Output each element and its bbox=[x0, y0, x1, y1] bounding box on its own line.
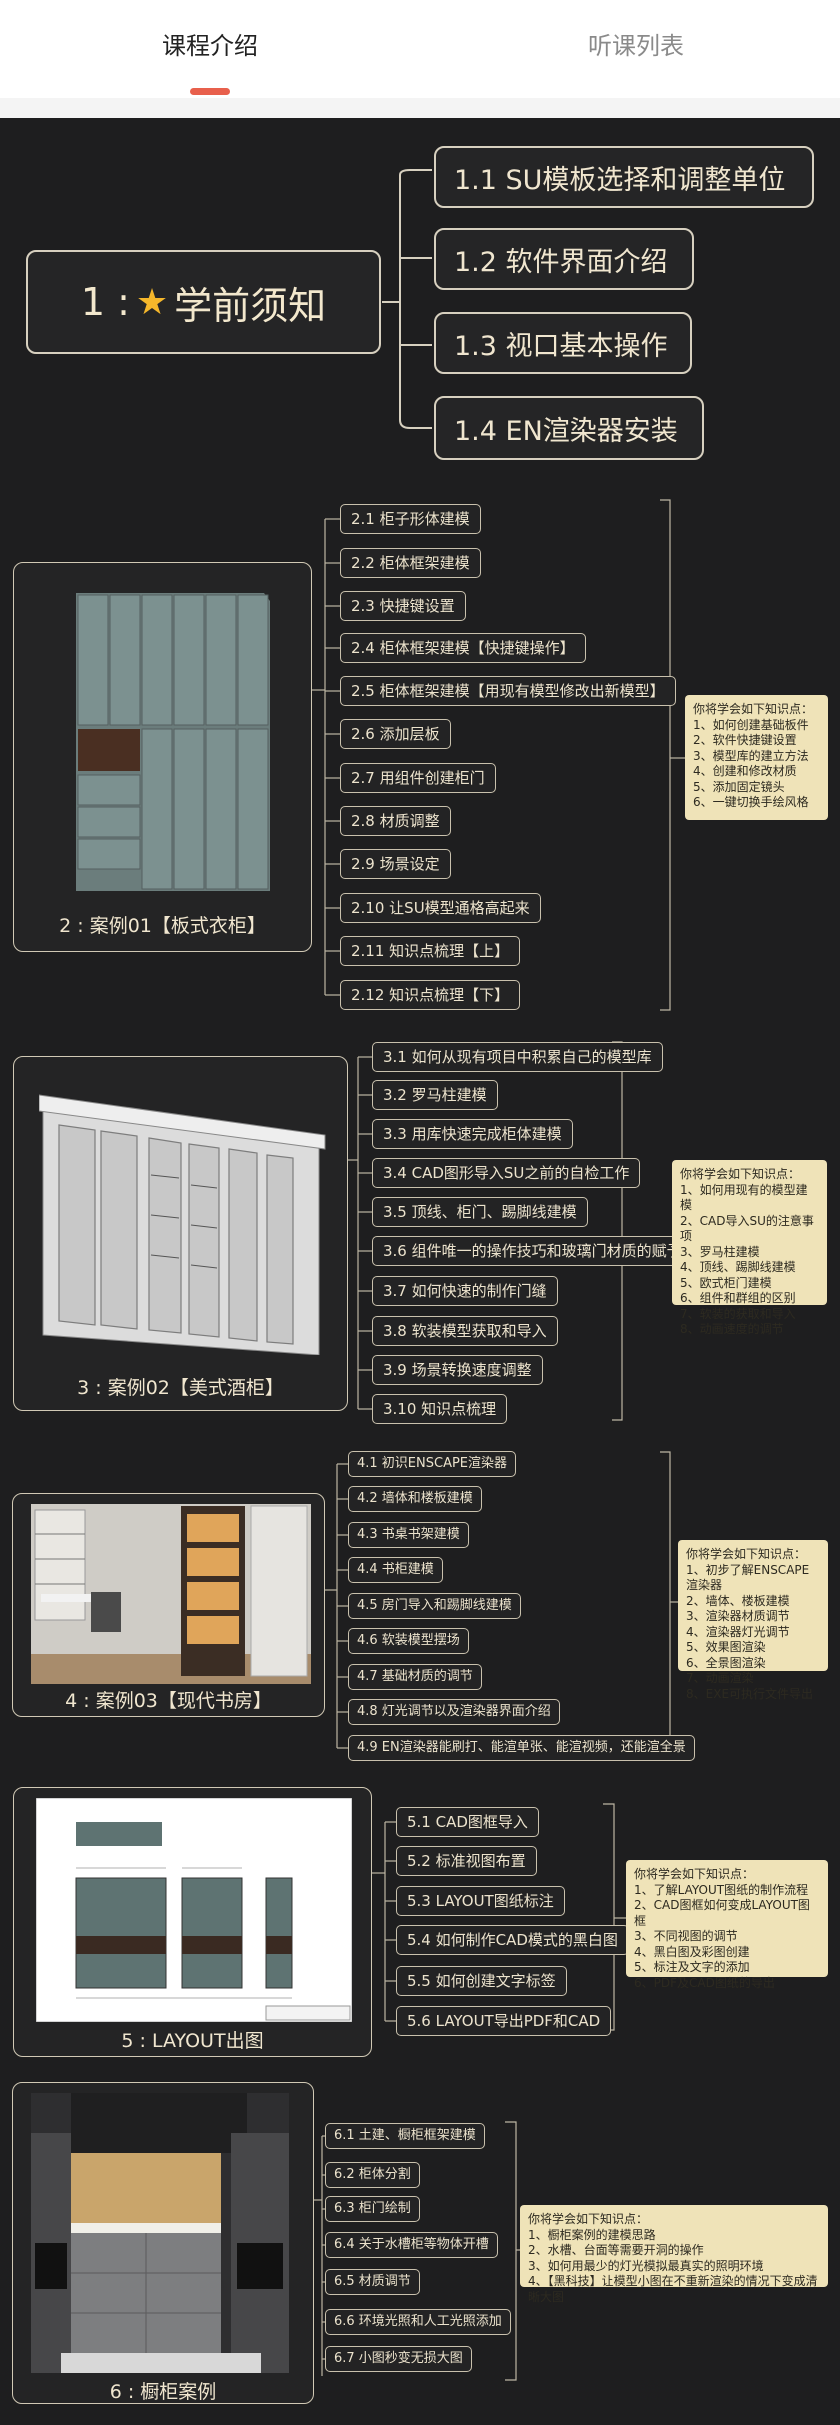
lesson-1-3[interactable]: 1.3 视口基本操作 bbox=[434, 312, 692, 374]
tab-lecture-list[interactable]: 听课列表 bbox=[588, 32, 684, 60]
lesson-2-12[interactable]: 2.12 知识点梳理【下】 bbox=[340, 980, 521, 1010]
section-4-card[interactable]: 4 : 案例03【现代书房】 bbox=[12, 1493, 325, 1717]
section-3-knowledge-note: 你将学会如下知识点： 1、如何用现有的模型建模 2、CAD导入SU的注意事项 3… bbox=[672, 1160, 827, 1336]
lesson-3-4[interactable]: 3.4 CAD图形导入SU之前的自检工作 bbox=[372, 1158, 641, 1188]
star-icon: ★ bbox=[135, 281, 169, 323]
wine-cabinet-image bbox=[39, 1085, 329, 1355]
tab-bar: 课程介绍 听课列表 bbox=[0, 0, 840, 98]
section-4-knowledge-note: 你将学会如下知识点： 1、初步了解ENSCAPE渲染器 2、墙体、楼板建模 3、… bbox=[678, 1540, 828, 1701]
lesson-4-3[interactable]: 4.3 书桌书架建模 bbox=[348, 1522, 469, 1548]
lesson-2-5[interactable]: 2.5 柜体框架建模【用现有模型修改出新模型】 bbox=[340, 676, 676, 706]
lesson-3-7[interactable]: 3.7 如何快速的制作门缝 bbox=[372, 1276, 558, 1306]
lesson-5-6[interactable]: 5.6 LAYOUT导出PDF和CAD bbox=[396, 2006, 612, 2036]
section-5-card[interactable]: 5 : LAYOUT出图 bbox=[13, 1787, 372, 2057]
section-3-card[interactable]: 3 : 案例02【美式酒柜】 bbox=[13, 1056, 348, 1411]
lesson-4-1[interactable]: 4.1 初识ENSCAPE渲染器 bbox=[348, 1451, 517, 1477]
lesson-5-2[interactable]: 5.2 标准视图布置 bbox=[396, 1846, 537, 1876]
lesson-2-1[interactable]: 2.1 柜子形体建模 bbox=[340, 504, 481, 534]
section-2-knowledge-note: 你将学会如下知识点： 1、如何创建基础板件 2、软件快捷键设置 3、模型库的建立… bbox=[685, 695, 828, 820]
lesson-5-3[interactable]: 5.3 LAYOUT图纸标注 bbox=[396, 1886, 565, 1916]
lesson-2-11[interactable]: 2.11 知识点梳理【上】 bbox=[340, 936, 521, 966]
lesson-4-5[interactable]: 4.5 房门导入和踢脚线建模 bbox=[348, 1593, 521, 1619]
lesson-6-3[interactable]: 6.3 柜门绘制 bbox=[325, 2196, 420, 2222]
lesson-4-8[interactable]: 4.8 灯光调节以及渲染器界面介绍 bbox=[348, 1699, 560, 1725]
lesson-2-2[interactable]: 2.2 柜体框架建模 bbox=[340, 548, 481, 578]
section-1-title[interactable]: 1 : ★ 学前须知 bbox=[26, 250, 381, 354]
lesson-4-4[interactable]: 4.4 书柜建模 bbox=[348, 1557, 443, 1583]
lesson-3-6[interactable]: 3.6 组件唯一的操作技巧和玻璃门材质的赋予 bbox=[372, 1236, 693, 1266]
lesson-5-5[interactable]: 5.5 如何创建文字标签 bbox=[396, 1966, 567, 1996]
tab-course-intro[interactable]: 课程介绍 bbox=[162, 32, 258, 60]
lesson-1-1[interactable]: 1.1 SU模板选择和调整单位 bbox=[434, 146, 814, 208]
lesson-5-4[interactable]: 5.4 如何制作CAD模式的黑白图 bbox=[396, 1925, 629, 1955]
lesson-3-9[interactable]: 3.9 场景转换速度调整 bbox=[372, 1355, 543, 1385]
section-6-caption: 6 : 橱柜案例 bbox=[109, 2381, 217, 2403]
section-6-knowledge-note: 你将学会如下知识点： 1、橱柜案例的建模思路 2、水槽、台面等需要开洞的操作 3… bbox=[520, 2205, 828, 2304]
lesson-4-6[interactable]: 4.6 软装模型摆场 bbox=[348, 1628, 469, 1654]
lesson-6-6[interactable]: 6.6 环境光照和人工光照添加 bbox=[325, 2309, 511, 2335]
lesson-3-2[interactable]: 3.2 罗马柱建模 bbox=[372, 1080, 498, 1110]
lesson-2-9[interactable]: 2.9 场景设定 bbox=[340, 849, 451, 879]
lesson-4-2[interactable]: 4.2 墙体和楼板建模 bbox=[348, 1486, 482, 1512]
lesson-6-7[interactable]: 6.7 小图秒变无损大图 bbox=[325, 2346, 472, 2372]
wardrobe-image bbox=[64, 591, 274, 891]
section-5-knowledge-note: 你将学会如下知识点： 1、了解LAYOUT图纸的制作流程 2、CAD图框如何变成… bbox=[626, 1860, 828, 1990]
lesson-1-2[interactable]: 1.2 软件界面介绍 bbox=[434, 228, 694, 290]
lesson-6-5[interactable]: 6.5 材质调节 bbox=[325, 2269, 420, 2295]
lesson-3-8[interactable]: 3.8 软装模型获取和导入 bbox=[372, 1316, 558, 1346]
lesson-2-4[interactable]: 2.4 柜体框架建模【快捷键操作】 bbox=[340, 633, 586, 663]
section-3-caption: 3 : 案例02【美式酒柜】 bbox=[77, 1377, 284, 1399]
lesson-6-1[interactable]: 6.1 土建、橱柜框架建模 bbox=[325, 2123, 485, 2149]
lesson-5-1[interactable]: 5.1 CAD图框导入 bbox=[396, 1807, 539, 1837]
section-1-number: 1 : bbox=[80, 280, 130, 324]
section-2-caption: 2 : 案例01【板式衣柜】 bbox=[59, 915, 266, 937]
lesson-2-10[interactable]: 2.10 让SU模型通格高起来 bbox=[340, 893, 541, 923]
lesson-4-9[interactable]: 4.9 EN渲染器能刷打、能渲单张、能渲视频，还能渲全景 bbox=[348, 1735, 695, 1761]
lesson-2-8[interactable]: 2.8 材质调整 bbox=[340, 806, 451, 836]
kitchen-image bbox=[31, 2093, 289, 2373]
lesson-3-3[interactable]: 3.3 用库快速完成柜体建模 bbox=[372, 1119, 573, 1149]
lesson-2-7[interactable]: 2.7 用组件创建柜门 bbox=[340, 763, 496, 793]
study-room-image bbox=[31, 1504, 311, 1684]
section-5-caption: 5 : LAYOUT出图 bbox=[121, 2030, 264, 2052]
lesson-6-4[interactable]: 6.4 关于水槽柜等物体开槽 bbox=[325, 2232, 498, 2258]
active-tab-indicator bbox=[190, 88, 230, 95]
lesson-3-5[interactable]: 3.5 顶线、柜门、踢脚线建模 bbox=[372, 1197, 588, 1227]
section-6-card[interactable]: 6 : 橱柜案例 bbox=[12, 2082, 314, 2404]
lesson-2-3[interactable]: 2.3 快捷键设置 bbox=[340, 591, 466, 621]
section-4-caption: 4 : 案例03【现代书房】 bbox=[65, 1690, 272, 1712]
lesson-4-7[interactable]: 4.7 基础材质的调节 bbox=[348, 1664, 482, 1690]
lesson-6-2[interactable]: 6.2 柜体分割 bbox=[325, 2162, 420, 2188]
lesson-2-6[interactable]: 2.6 添加层板 bbox=[340, 719, 451, 749]
section-2-card[interactable]: 2 : 案例01【板式衣柜】 bbox=[13, 562, 312, 952]
lesson-3-1[interactable]: 3.1 如何从现有项目中积累自己的模型库 bbox=[372, 1042, 663, 1072]
lesson-1-4[interactable]: 1.4 EN渲染器安装 bbox=[434, 396, 704, 460]
lesson-3-10[interactable]: 3.10 知识点梳理 bbox=[372, 1394, 508, 1424]
layout-drawing-image bbox=[36, 1798, 352, 2022]
separator bbox=[0, 98, 840, 118]
section-1-title-text: 学前须知 bbox=[174, 283, 327, 328]
